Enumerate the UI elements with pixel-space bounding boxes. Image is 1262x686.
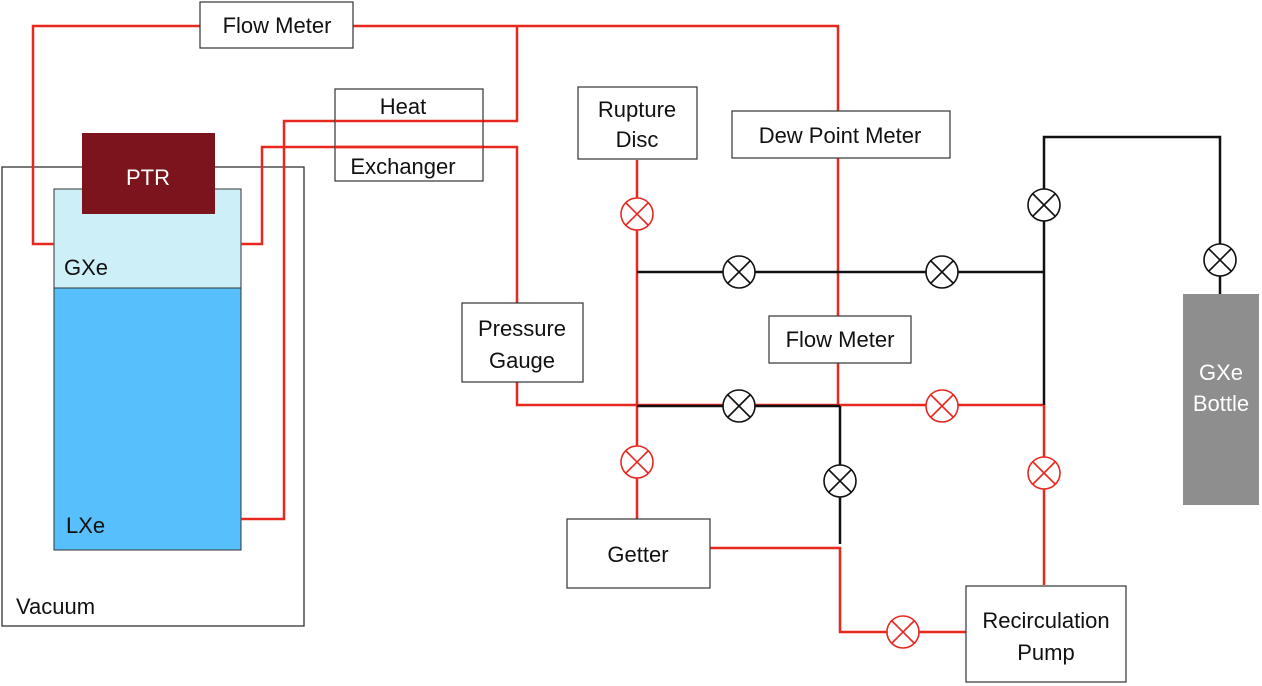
gxe-bottle (1183, 294, 1259, 505)
valve-circle-x-icon[interactable] (1027, 456, 1061, 490)
pressure-gauge-label-2: Gauge (489, 348, 555, 373)
recirculation-pump-label-2: Pump (1017, 640, 1074, 665)
gxe-bottle-label-1: GXe (1199, 360, 1243, 385)
heat-label: Heat (380, 94, 426, 119)
ptr-block (82, 133, 215, 214)
flow-meter-mid-box (768, 315, 912, 364)
dew-point-meter-box (731, 110, 951, 159)
valve-circle-x-icon[interactable] (620, 197, 654, 231)
heat-exchanger-box (334, 88, 484, 182)
valve-circle-x-icon[interactable] (620, 445, 654, 479)
flow-meter-mid-label: Flow Meter (786, 327, 895, 352)
valve-circle-x-icon[interactable] (1203, 243, 1237, 277)
gxe-label: GXe (64, 255, 108, 280)
flow-meter-top-label: Flow Meter (223, 13, 332, 38)
pressure-gauge-box (461, 302, 584, 383)
valve-circle-x-icon[interactable] (722, 389, 756, 423)
rupture-disc-box (577, 86, 698, 160)
valve-circle-x-icon[interactable] (886, 615, 920, 649)
valve-circle-x-icon[interactable] (1027, 188, 1061, 222)
gxe-bottle-label-2: Bottle (1193, 391, 1249, 416)
lxe-label: LXe (66, 513, 105, 538)
lxe-region (53, 287, 242, 551)
black-piping (637, 135, 1222, 544)
valve-circle-x-icon[interactable] (925, 255, 959, 289)
recirculation-pump-box (965, 585, 1127, 683)
recirculation-pump-label-1: Recirculation (982, 608, 1109, 633)
dew-point-meter-label: Dew Point Meter (759, 123, 922, 148)
valves (620, 188, 1237, 649)
flow-meter-top-box (199, 1, 354, 49)
pressure-gauge-label-1: Pressure (478, 316, 566, 341)
exchanger-label: Exchanger (350, 154, 455, 179)
getter-label: Getter (607, 542, 668, 567)
ptr-label: PTR (126, 165, 170, 190)
valve-circle-x-icon[interactable] (925, 389, 959, 423)
valve-circle-x-icon[interactable] (722, 255, 756, 289)
rupture-disc-label-1: Rupture (598, 97, 676, 122)
rupture-disc-label-2: Disc (616, 127, 659, 152)
vacuum-label: Vacuum (16, 594, 95, 619)
valve-circle-x-icon[interactable] (823, 464, 857, 498)
getter-box (566, 518, 711, 589)
